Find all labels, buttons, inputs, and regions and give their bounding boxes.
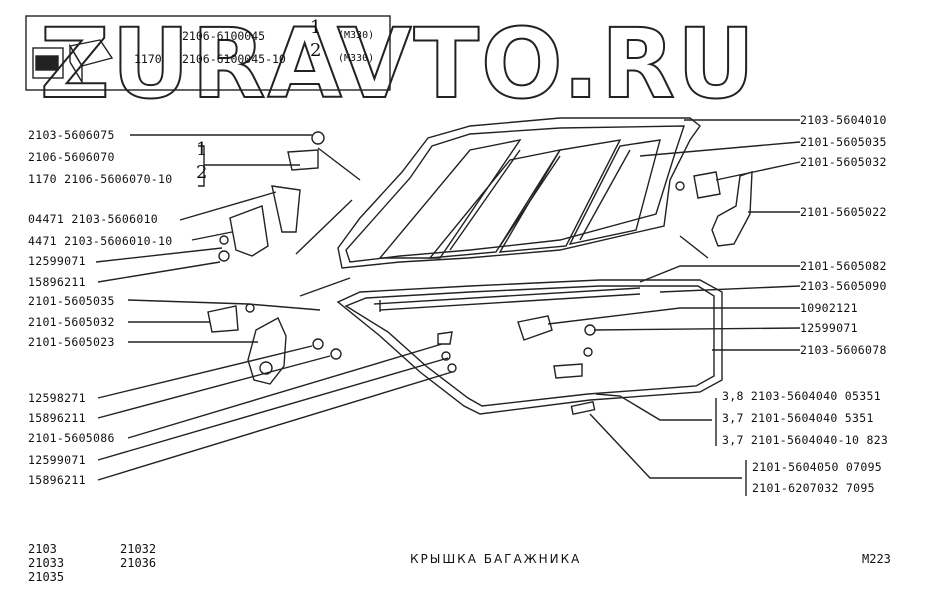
header-row2-note: (М330) <box>338 53 375 64</box>
latch-hook-right <box>711 171 753 247</box>
part-label: 2101-5605032 <box>28 315 115 329</box>
seal-outline <box>336 279 723 415</box>
part-label: 2101-6207032 7095 <box>752 481 875 495</box>
header-row2-code: 2106-6100045-10 <box>182 52 286 66</box>
header-row1-qty: 1 <box>310 17 322 38</box>
part-label: 15896211 <box>28 275 86 289</box>
model-code: 21032 <box>120 542 157 556</box>
part-label: 2101-5605023 <box>28 335 115 349</box>
header-box <box>25 15 391 91</box>
page-code: М223 <box>862 552 891 566</box>
part-label: 3,8 2103-5604040 05351 <box>722 389 881 403</box>
part-label: 3,7 2101-5604040 5351 <box>722 411 874 425</box>
parts-box-icon <box>32 39 114 85</box>
part-label: 2101-5605086 <box>28 431 115 445</box>
bracket-number: 2 <box>196 162 208 183</box>
hinge-left <box>229 205 269 257</box>
part-label: 12599071 <box>800 321 858 335</box>
latch-hook-left <box>247 317 287 385</box>
part-label: 2101-5605035 <box>800 135 887 149</box>
header-row2-prefix: 1170 <box>134 52 162 66</box>
model-code: 21036 <box>120 556 157 570</box>
part-label: 2101-5605082 <box>800 259 887 273</box>
part-label: 15896211 <box>28 411 86 425</box>
model-code: 2103 <box>28 542 57 556</box>
part-label: 04471 2103-5606010 <box>28 212 159 226</box>
model-code: 21035 <box>28 570 65 584</box>
part-label: 10902121 <box>800 301 858 315</box>
part-label: 2103-5606078 <box>800 343 887 357</box>
part-label: 15896211 <box>28 473 86 487</box>
part-label: 12599071 <box>28 254 86 268</box>
part-label: 4471 2103-5606010-10 <box>28 234 173 248</box>
diagram-title: КРЫШКА БАГАЖНИКА <box>410 552 582 566</box>
part-label: 2103-5605090 <box>800 279 887 293</box>
model-code: 21033 <box>28 556 65 570</box>
part-label: 1170 2106-5606070-10 <box>28 172 173 186</box>
bracket-number: 1 <box>196 139 208 160</box>
part-label: 2106-5606070 <box>28 150 115 164</box>
part-label: 12598271 <box>28 391 86 405</box>
header-row1-note: (М330) <box>338 30 375 41</box>
part-label: 2101-5604050 07095 <box>752 460 883 474</box>
header-row2-qty: 2 <box>310 40 322 61</box>
part-label: 2101-5605032 <box>800 155 887 169</box>
header-row1-code: 2106-6100045 <box>182 29 266 43</box>
part-label: 2101-5605022 <box>800 205 887 219</box>
watermark-text: ZURAVTO.RU <box>39 8 757 120</box>
part-label: 2103-5604010 <box>800 113 887 127</box>
trunk-lid-outline <box>337 117 701 269</box>
part-label: 3,7 2101-5604040-10 823 <box>722 433 889 447</box>
part-label: 12599071 <box>28 453 86 467</box>
part-label: 2103-5606075 <box>28 128 115 142</box>
part-label: 2101-5605035 <box>28 294 115 308</box>
